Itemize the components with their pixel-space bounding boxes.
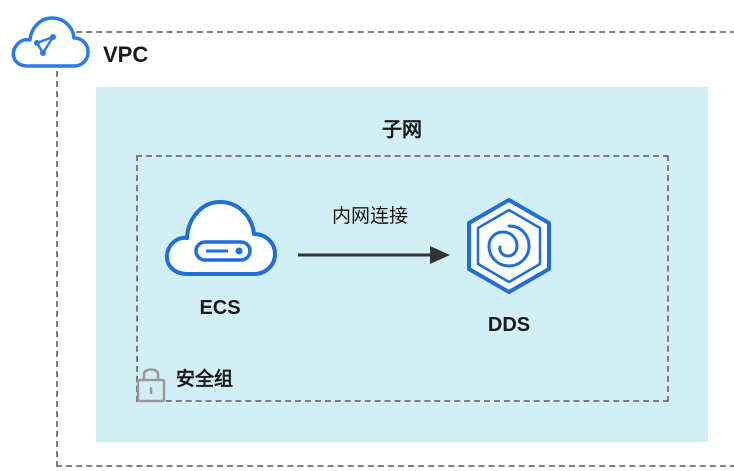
connection-label: 内网连接: [331, 206, 408, 227]
dds-hexagon-icon: [467, 198, 551, 294]
security-group-label: 安全组: [176, 369, 234, 390]
vpc-label: VPC: [103, 42, 149, 67]
lock-icon: [136, 368, 166, 403]
subnet-label: 子网: [382, 119, 422, 141]
security-group-boundary: [136, 155, 669, 402]
ecs-cloud-icon: [164, 200, 277, 276]
cloud-vpc-icon: [11, 16, 90, 68]
dds-label: DDS: [487, 314, 531, 336]
vpc-boundary: [56, 31, 734, 467]
ecs-label: ECS: [199, 297, 241, 319]
arrow-right-icon: [298, 246, 450, 264]
